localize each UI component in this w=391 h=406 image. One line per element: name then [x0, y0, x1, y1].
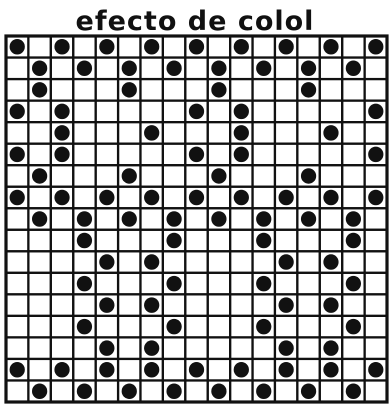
grid-dot	[122, 383, 137, 399]
grid-dot	[144, 340, 159, 356]
grid-dot	[144, 254, 159, 270]
grid-dot	[32, 61, 47, 77]
grid-dot	[323, 297, 338, 313]
grid-dot	[189, 104, 204, 120]
grid-dot	[77, 319, 92, 335]
grid-dot	[10, 190, 25, 206]
grid-dot	[234, 362, 249, 378]
grid-dot	[189, 147, 204, 163]
grid-dot	[256, 383, 271, 399]
grid-dot	[368, 190, 383, 206]
grid-dot	[144, 362, 159, 378]
grid-dot	[54, 125, 69, 141]
grid-dot	[323, 254, 338, 270]
grid-dot	[54, 362, 69, 378]
grid-dot	[279, 190, 294, 206]
grid-dot	[234, 190, 249, 206]
grid-dot	[256, 61, 271, 77]
grid-dot	[10, 362, 25, 378]
grid-dot	[10, 39, 25, 55]
grid-dot	[323, 340, 338, 356]
grid-dot	[211, 168, 226, 184]
grid-dot	[346, 383, 361, 399]
grid-dot	[346, 319, 361, 335]
grid-dot	[189, 39, 204, 55]
grid-dot	[54, 39, 69, 55]
grid-dot	[99, 39, 114, 55]
grid-dot	[144, 39, 159, 55]
grid-dot	[144, 190, 159, 206]
grid-dot	[323, 125, 338, 141]
grid-dot	[368, 147, 383, 163]
grid-dot	[368, 39, 383, 55]
grid-dot	[99, 362, 114, 378]
grid-dot	[32, 211, 47, 227]
grid-dot	[346, 276, 361, 292]
grid-dot	[346, 61, 361, 77]
grid-dot	[166, 383, 181, 399]
grid-dot	[10, 147, 25, 163]
grid-dot	[122, 82, 137, 98]
grid-dot	[122, 211, 137, 227]
grid-dot	[77, 383, 92, 399]
grid-dot	[189, 190, 204, 206]
grid-dot	[77, 211, 92, 227]
grid-dot	[166, 211, 181, 227]
grid-dot	[301, 211, 316, 227]
grid-dot	[279, 340, 294, 356]
grid-dot	[234, 147, 249, 163]
grid-dot	[122, 168, 137, 184]
grid-dot	[54, 104, 69, 120]
grid-dot	[211, 211, 226, 227]
grid-dot	[99, 254, 114, 270]
grid-dot	[32, 82, 47, 98]
grid-dot	[234, 39, 249, 55]
grid-dot	[211, 82, 226, 98]
grid-dot	[346, 211, 361, 227]
grid-dot	[323, 190, 338, 206]
grid-dot	[166, 61, 181, 77]
grid-dot	[256, 211, 271, 227]
grid-dot	[32, 383, 47, 399]
grid-dot	[166, 319, 181, 335]
grid-dot	[144, 297, 159, 313]
grid-dot	[211, 61, 226, 77]
grid-dot	[144, 125, 159, 141]
grid-dot	[234, 125, 249, 141]
grid-dot	[368, 362, 383, 378]
grid-dot	[256, 233, 271, 249]
grid-dot	[301, 383, 316, 399]
grid-dot	[54, 190, 69, 206]
grid-dot	[323, 362, 338, 378]
grid-dot	[323, 39, 338, 55]
grid-dot	[122, 61, 137, 77]
grid-dot	[77, 233, 92, 249]
grid-dot	[166, 233, 181, 249]
grid-dot	[279, 362, 294, 378]
grid-dot	[301, 82, 316, 98]
grid-dot	[166, 276, 181, 292]
grid-dot	[256, 276, 271, 292]
grid-dot	[346, 233, 361, 249]
grid-dot	[368, 104, 383, 120]
grid-dot	[99, 297, 114, 313]
grid-dot	[279, 254, 294, 270]
grid-dot	[189, 362, 204, 378]
grid-dot	[54, 147, 69, 163]
grid-dot	[301, 61, 316, 77]
grid-dot	[99, 190, 114, 206]
grid-dot	[99, 340, 114, 356]
grid-dot	[256, 319, 271, 335]
grid-dot	[211, 383, 226, 399]
grid-dot	[77, 61, 92, 77]
grid-dot	[10, 104, 25, 120]
grid-dot	[301, 168, 316, 184]
grid-dot	[279, 297, 294, 313]
grid-dot	[279, 39, 294, 55]
grid-dot	[234, 104, 249, 120]
grid-dot	[32, 168, 47, 184]
grid-dot	[77, 276, 92, 292]
